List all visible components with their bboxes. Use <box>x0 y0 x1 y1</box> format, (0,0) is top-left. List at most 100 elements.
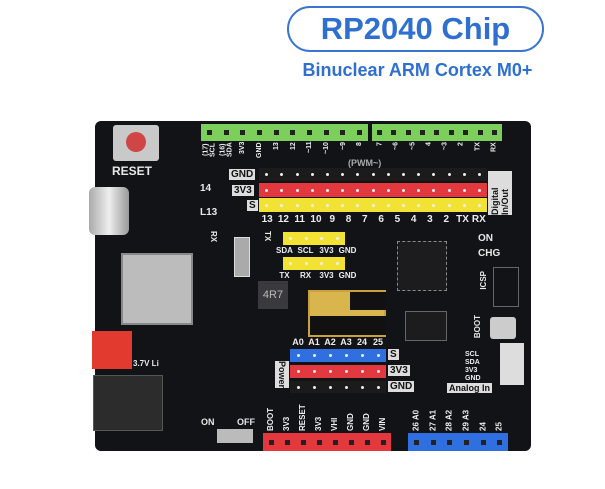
header-pin <box>354 349 370 362</box>
i2c-header <box>283 232 345 245</box>
pin-label: 3V3 <box>314 416 323 431</box>
boot-button[interactable] <box>490 317 516 339</box>
analog-3v3-tag: 3V3 <box>388 365 410 376</box>
pin-label: 7 <box>376 142 384 146</box>
header-pin <box>201 124 218 141</box>
pin-label: (16) SDA <box>219 142 234 158</box>
header-pin <box>259 183 274 197</box>
header-pin <box>289 168 304 181</box>
pin-label: GND <box>362 413 371 431</box>
header-pin <box>314 232 330 245</box>
header-pin <box>318 124 335 141</box>
pin-label: ~11 <box>306 142 314 154</box>
header-pin <box>259 198 274 212</box>
header-pin <box>425 433 442 451</box>
analog-s-row <box>290 349 386 362</box>
pin-label: TX <box>474 142 482 151</box>
header-pin <box>473 124 487 141</box>
pin-label: 10 <box>310 214 322 225</box>
header-pin <box>299 232 315 245</box>
usb-c-port <box>89 187 129 235</box>
analog-gnd-tag: GND <box>388 381 415 392</box>
header-pin <box>408 433 425 451</box>
header-pin <box>354 365 370 378</box>
header-pin <box>335 168 350 181</box>
header-pin <box>365 168 380 181</box>
uart-switch[interactable] <box>234 237 250 277</box>
pwm-label: (PWM~) <box>348 158 382 168</box>
pin-label: 8 <box>356 142 364 146</box>
top-header-left <box>201 124 368 141</box>
header-pin <box>289 183 304 197</box>
inductor: 4R7 <box>258 281 288 309</box>
header-pin <box>350 168 365 181</box>
pin-label: TX <box>456 214 469 225</box>
analog-s-tag: S <box>388 349 399 360</box>
header-pin <box>372 124 386 141</box>
header-pin <box>396 168 411 181</box>
battery-connector <box>92 331 132 369</box>
header-pin <box>396 183 411 197</box>
analog-gnd-row <box>290 381 386 393</box>
header-pin <box>322 349 338 362</box>
pin-label: 3V3 <box>239 142 247 155</box>
header-pin <box>338 381 354 393</box>
header-pin <box>295 433 311 451</box>
icsp-label: ICSP <box>479 271 488 290</box>
header-pin <box>218 124 235 141</box>
header-pin <box>370 349 386 362</box>
qwiic-sda: SDA <box>465 359 480 366</box>
header-pin <box>411 198 426 212</box>
qwiic-connector <box>500 343 524 385</box>
header-pin <box>311 433 327 451</box>
pin-label: A3 <box>340 337 352 347</box>
header-pin <box>475 433 492 451</box>
power-switch[interactable] <box>217 429 253 443</box>
chg-led-label: CHG <box>478 248 501 259</box>
header-pin <box>320 168 335 181</box>
pin-label: ~5 <box>409 142 417 150</box>
header-pin <box>327 433 343 451</box>
pin-label: 7 <box>362 214 368 225</box>
pin-label: 25 <box>372 337 383 347</box>
header-pin <box>457 168 472 181</box>
header-pin <box>335 124 352 141</box>
header-pin <box>488 124 502 141</box>
header-pin <box>426 198 441 212</box>
header-pin <box>290 365 306 378</box>
row-gnd-tag: GND <box>229 169 256 180</box>
header-pin <box>457 198 472 212</box>
header-pin <box>381 168 396 181</box>
header-pin <box>396 198 411 212</box>
power-switch-off-label: OFF <box>237 417 255 427</box>
header-pin <box>411 183 426 197</box>
header-pin <box>330 232 346 245</box>
rp2040-board: RESET 14 L13 3.7V Li ON OFF RX TX 4R7 ON… <box>89 121 531 451</box>
icsp-header <box>493 267 519 307</box>
pin-label: 6 <box>378 214 384 225</box>
pin-label: ~3 <box>441 142 449 150</box>
rp2040-chip <box>397 241 447 291</box>
header-pin <box>350 183 365 197</box>
header-pin <box>441 433 458 451</box>
header-pin <box>338 349 354 362</box>
header-pin <box>259 168 274 181</box>
header-pin <box>322 381 338 393</box>
header-pin <box>305 168 320 181</box>
pin-label: VHI <box>330 417 339 431</box>
header-pin <box>386 124 400 141</box>
header-pin <box>381 183 396 197</box>
analog-in-label: Analog In <box>447 383 492 393</box>
header-pin <box>283 257 299 270</box>
power-header <box>263 433 391 451</box>
pin-label: 29 A3 <box>461 409 471 431</box>
header-pin <box>457 183 472 197</box>
header-pin <box>441 183 456 197</box>
